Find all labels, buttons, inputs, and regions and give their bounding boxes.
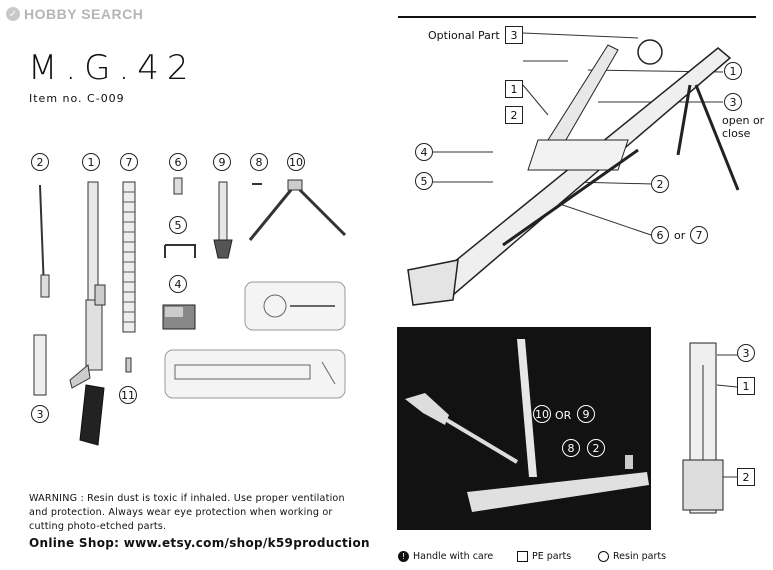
logo-icon: ✓ — [6, 7, 20, 21]
callout-2a: 2 — [505, 106, 523, 124]
logo-text: HOBBY SEARCH — [24, 6, 144, 22]
legend-handle-text: Handle with care — [413, 551, 494, 562]
detail-callout-1: 1 — [737, 377, 755, 395]
part-label-1: 1 — [82, 153, 100, 171]
callout-6: 6 — [651, 226, 669, 244]
callout-2b: 2 — [651, 175, 669, 193]
parts-layout-drawing — [33, 177, 347, 446]
open-or-close-note: open or close — [722, 114, 765, 140]
part-label-9: 9 — [213, 153, 231, 171]
warning-icon: ! — [398, 551, 409, 562]
photo-label-2: 2 — [587, 439, 605, 457]
optional-part-label: Optional Part — [428, 29, 500, 42]
part-1-drawing — [69, 181, 106, 446]
circle-icon — [598, 551, 609, 562]
part-2-drawing — [39, 184, 50, 298]
square-icon — [517, 551, 528, 562]
part-label-4: 4 — [169, 275, 187, 293]
part-6-drawing — [173, 177, 183, 195]
legend-handle: ! Handle with care — [398, 551, 493, 562]
photo-drawing — [405, 339, 649, 512]
part-label-2: 2 — [31, 153, 49, 171]
part-11-drawing — [125, 357, 132, 373]
page-title: M.G.42 — [28, 48, 197, 88]
or-text: or — [674, 229, 686, 242]
part-10-drawing — [248, 179, 347, 241]
part-label-7: 7 — [120, 153, 138, 171]
part-3-drawing — [33, 334, 47, 396]
part-label-3: 3 — [31, 405, 49, 423]
part-label-11: 11 — [119, 386, 137, 404]
part-label-6: 6 — [169, 153, 187, 171]
warning-text: WARNING : Resin dust is toxic if inhaled… — [29, 493, 345, 532]
legend-resin-text: Resin parts — [613, 551, 667, 562]
photo-label-10: 10 — [533, 405, 551, 423]
optional-part-num: 3 — [505, 26, 523, 44]
top-divider — [398, 16, 756, 18]
detail-drawing — [682, 342, 743, 514]
resin-parts-photo: 10 OR 9 8 2 — [397, 327, 651, 530]
legend-pe: PE parts — [517, 551, 571, 562]
detail-callout-3: 3 — [737, 344, 755, 362]
callout-1b: 1 — [724, 62, 742, 80]
pe-fret-bottom — [164, 349, 346, 399]
part-5-drawing — [164, 244, 196, 258]
photo-label-8: 8 — [562, 439, 580, 457]
assembly-drawing — [407, 32, 740, 306]
photo-or-text: OR — [555, 409, 572, 422]
photo-label-9: 9 — [577, 405, 595, 423]
site-logo[interactable]: ✓ HOBBY SEARCH — [6, 4, 166, 24]
pe-fret-top — [244, 281, 346, 331]
callout-5: 5 — [415, 172, 433, 190]
part-9-drawing — [213, 181, 233, 259]
callout-1a: 1 — [505, 80, 523, 98]
detail-callout-2: 2 — [737, 468, 755, 486]
legend-resin: Resin parts — [598, 551, 666, 562]
part-label-5: 5 — [169, 216, 187, 234]
legend-pe-text: PE parts — [532, 551, 572, 562]
part-7-drawing — [122, 181, 136, 333]
part-label-8: 8 — [250, 153, 268, 171]
part-4-drawing — [162, 304, 196, 330]
online-shop-link[interactable]: Online Shop: www.etsy.com/shop/k59produc… — [29, 536, 370, 550]
callout-3: 3 — [724, 93, 742, 111]
part-label-10: 10 — [287, 153, 305, 171]
callout-4: 4 — [415, 143, 433, 161]
callout-7: 7 — [690, 226, 708, 244]
item-number: Item no. C-009 — [29, 92, 125, 105]
